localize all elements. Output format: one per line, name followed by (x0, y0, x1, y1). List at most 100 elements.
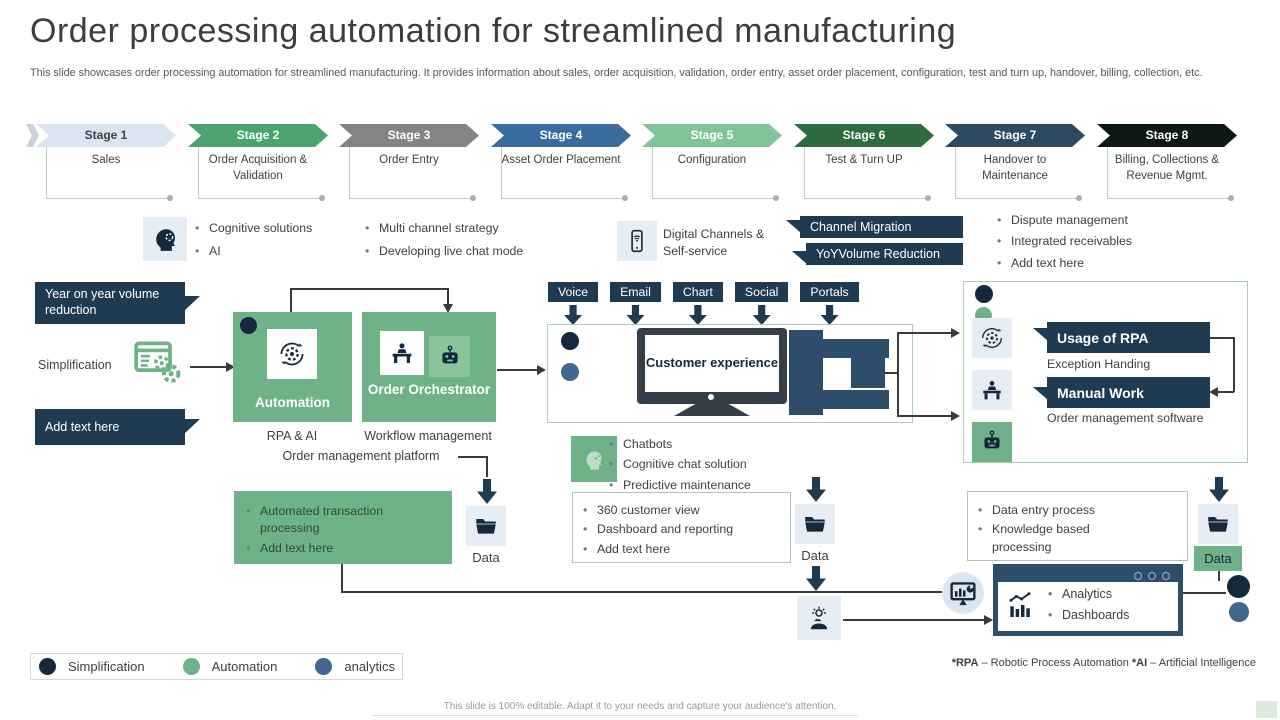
connector-line (897, 332, 899, 417)
stage-dot (773, 195, 779, 201)
data-entry-box[interactable]: Data entry process Knowledge based proce… (967, 491, 1188, 561)
stage-7-header[interactable]: Stage 7 (945, 124, 1085, 147)
stage-frame (1107, 147, 1232, 199)
legend-dot (39, 658, 56, 675)
stage-8: Stage 8 Billing, Collections & Revenue M… (1097, 124, 1237, 202)
analytics-dot (1229, 602, 1249, 622)
window-circle (1162, 571, 1170, 580)
bullet-item: Add text here (581, 541, 782, 559)
channel-chart[interactable]: Chart (672, 282, 723, 325)
automation-gear-icon (267, 329, 317, 379)
stage-4-label: Asset Order Placement (501, 154, 621, 166)
monitor-camera-dot (708, 394, 714, 400)
simplification-dot (240, 317, 257, 334)
head-gear-icon (143, 217, 187, 261)
channel-email[interactable]: Email (610, 282, 661, 325)
yoy-volume-reduction-callout[interactable]: YoYVolume Reduction (792, 243, 963, 265)
connector-line (497, 369, 538, 371)
stage-2-header[interactable]: Stage 2 (188, 124, 328, 147)
automation-box[interactable]: Automation (233, 312, 352, 422)
orchestrator-box-label: Order Orchestrator (367, 382, 491, 397)
stage-5-label: Configuration (677, 154, 747, 166)
splitter-mid-block (851, 357, 885, 388)
stage-4-header[interactable]: Stage 4 (491, 124, 631, 147)
arrowhead (443, 304, 453, 313)
simplification-dot (975, 285, 993, 303)
connector-line (290, 288, 448, 290)
connector-line (897, 415, 952, 417)
stage-dot (319, 195, 325, 201)
simplification-dot (1227, 575, 1250, 598)
callout-tail (792, 251, 807, 264)
callout-tail (1033, 328, 1048, 341)
callout-tail (184, 296, 200, 311)
caption-workflow: Workflow management (364, 429, 492, 443)
person-idea-icon (797, 596, 841, 640)
stage-1-label: Sales (91, 154, 121, 166)
stage-7-label: Handover to Maintenance (982, 154, 1048, 182)
add-text-here-callout[interactable]: Add text here (35, 409, 200, 445)
automation-box-label: Automation (255, 395, 330, 410)
year-on-year-callout[interactable]: Year on year volume reduction (35, 282, 200, 324)
connector-line (843, 619, 986, 621)
connector-line (341, 591, 942, 593)
order-mgmt-software-label: Order management software (1047, 411, 1204, 425)
stage-6-label: Test & Turn UP (825, 154, 903, 166)
order-orchestrator-box[interactable]: Order Orchestrator (362, 312, 496, 422)
data-label-left: Data (472, 550, 500, 565)
stage-frame (501, 147, 626, 199)
mobile-phone-icon (617, 221, 657, 261)
customer-view-box[interactable]: 360 customer view Dashboard and reportin… (572, 492, 791, 563)
monitor-stand (674, 404, 750, 416)
stage-3: Stage 3 Order Entry (339, 124, 479, 202)
channel-voice[interactable]: Voice (548, 282, 599, 325)
browser-gears-icon (128, 334, 184, 390)
stage-8-label: Billing, Collections & Revenue Mgmt. (1114, 154, 1220, 182)
callout-tail (184, 419, 200, 434)
legend: Simplification Automation analytics (30, 653, 403, 680)
down-arrow (806, 566, 826, 591)
stage-6-header[interactable]: Stage 6 (794, 124, 934, 147)
data-badge: Data (1194, 546, 1242, 571)
analytics-dot (561, 363, 579, 381)
data-label-center: Data (801, 548, 829, 563)
stage-3-header[interactable]: Stage 3 (339, 124, 479, 147)
stage-8-header[interactable]: Stage 8 (1097, 124, 1237, 147)
legend-dot (315, 658, 333, 675)
bullet-item: 360 customer view (581, 502, 782, 520)
stage-5: Stage 5 Configuration (642, 124, 782, 202)
arrowhead (951, 411, 960, 421)
data-folder-icon (795, 504, 835, 544)
analytics-bullets: Analytics Dashboards (1046, 586, 1129, 625)
arrowhead (226, 362, 235, 372)
channel-social[interactable]: Social (734, 282, 789, 325)
manual-work-callout[interactable]: Manual Work (1033, 377, 1210, 408)
bullet-item: Add text here (244, 540, 442, 558)
stage-5-header[interactable]: Stage 5 (642, 124, 782, 147)
bullet-item: Add text here (995, 255, 1132, 273)
footnote: *RPA – Robotic Process Automation *AI – … (951, 657, 1256, 669)
simplification-label: Simplification (38, 358, 112, 372)
connector-line (1233, 337, 1235, 392)
down-arrow (752, 305, 771, 325)
view-bullets: 360 customer view Dashboard and reportin… (581, 502, 782, 559)
entry-bullets: Data entry process Knowledge based proce… (976, 502, 1179, 556)
down-arrow (626, 305, 645, 325)
analytics-window[interactable]: Analytics Dashboards (993, 564, 1183, 636)
arrowhead (951, 328, 960, 338)
stage-1-header[interactable]: Stage 1 (36, 124, 176, 147)
bullet-item: Dashboards (1046, 607, 1129, 625)
channel-migration-callout[interactable]: Channel Migration (786, 216, 963, 238)
stage-dot (925, 195, 931, 201)
slide-description: This slide showcases order processing au… (30, 67, 1203, 79)
channel-portals[interactable]: Portals (800, 282, 859, 325)
automated-processing-box[interactable]: Automated transaction processing Add tex… (234, 491, 452, 564)
exception-handling-label: Exception Handing (1047, 357, 1151, 371)
bullet-item: Data entry process (976, 502, 1179, 520)
legend-dot (182, 658, 200, 675)
usage-of-rpa-callout[interactable]: Usage of RPA (1033, 322, 1210, 353)
corner-decoration (1256, 701, 1277, 718)
robot-icon (972, 422, 1012, 462)
stage-dot (167, 195, 173, 201)
simplification-dot (561, 332, 579, 350)
